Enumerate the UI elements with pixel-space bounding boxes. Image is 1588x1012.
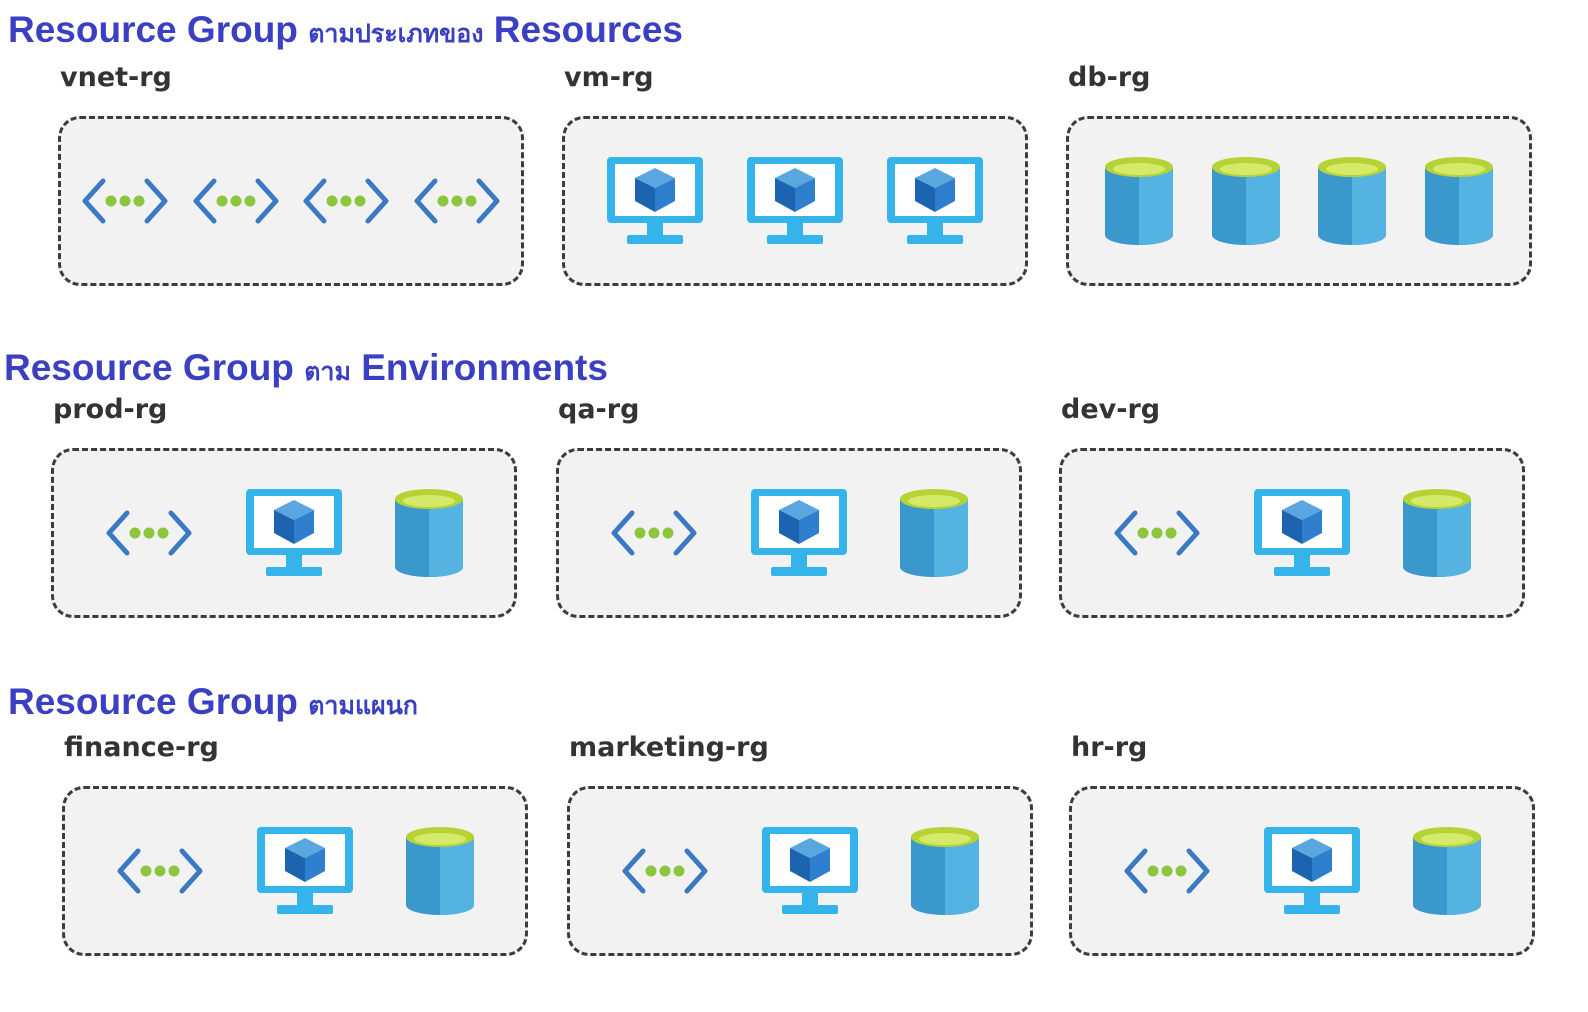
- group-row: vnet-rg vm-rg db-rg: [0, 62, 1588, 302]
- resource-group-name: dev-rg: [1061, 394, 1161, 425]
- resource-group: hr-rg: [1069, 732, 1539, 962]
- resource-group: dev-rg: [1059, 394, 1529, 624]
- vnet-icon: [106, 510, 192, 556]
- section-title: Resource Group ตาม Environments: [4, 346, 608, 394]
- resource-group-box: [567, 786, 1033, 956]
- section-title-latin: Resource Group: [8, 9, 298, 50]
- vm-icon: [1264, 827, 1360, 914]
- database-icon: [1105, 157, 1174, 245]
- resource-icons: [1062, 451, 1522, 615]
- resource-group-name: prod-rg: [53, 394, 168, 425]
- resource-icons: [1069, 119, 1529, 283]
- section-title: Resource Group ตามแผนก: [8, 680, 418, 728]
- resource-group-box: [1059, 448, 1525, 618]
- section-by-resource-type: Resource Group ตามประเภทของ Resources vn…: [0, 8, 1588, 308]
- vm-icon: [887, 157, 983, 244]
- resource-group-name: marketing-rg: [569, 732, 769, 763]
- group-row: prod-rg qa-rg dev-rg: [0, 394, 1588, 634]
- resource-group-name: db-rg: [1068, 62, 1151, 93]
- database-icon: [1424, 157, 1493, 245]
- vnet-icon: [611, 510, 697, 556]
- resource-icons: [65, 789, 525, 953]
- section-by-environment: Resource Group ตาม Environments prod-rg …: [0, 346, 1588, 636]
- resource-icons: [54, 451, 514, 615]
- vm-icon: [257, 827, 353, 914]
- vnet-icon: [1124, 848, 1210, 894]
- section-title-latin: Resource Group: [4, 347, 294, 388]
- resource-group-name: vm-rg: [564, 62, 654, 93]
- group-row: finance-rg marketing-rg hr-rg: [0, 732, 1588, 972]
- vnet-icon: [193, 178, 279, 224]
- vm-icon: [762, 827, 858, 914]
- section-by-department: Resource Group ตามแผนก finance-rg market…: [0, 680, 1588, 980]
- vnet-icon: [414, 178, 500, 224]
- resource-group-box: [1069, 786, 1535, 956]
- resource-group-box: [562, 116, 1028, 286]
- resource-group: vnet-rg: [58, 62, 528, 292]
- database-icon: [406, 827, 474, 915]
- section-title: Resource Group ตามประเภทของ Resources: [8, 8, 683, 56]
- vm-icon: [607, 157, 703, 244]
- resource-group-name: qa-rg: [558, 394, 640, 425]
- database-icon: [1403, 489, 1471, 577]
- section-title-thai: ตามแผนก: [308, 691, 418, 720]
- resource-icons: [570, 789, 1030, 953]
- resource-icons: [1072, 789, 1532, 953]
- resource-group-box: [51, 448, 517, 618]
- section-title-suffix: Environments: [361, 347, 608, 388]
- section-title-suffix: Resources: [493, 9, 683, 50]
- resource-group: prod-rg: [51, 394, 521, 624]
- resource-group-box: [58, 116, 524, 286]
- vm-icon: [246, 489, 342, 576]
- resource-group-box: [556, 448, 1022, 618]
- vnet-icon: [1114, 510, 1200, 556]
- resource-icons: [565, 119, 1025, 283]
- database-icon: [1211, 157, 1280, 245]
- database-icon: [911, 827, 979, 915]
- resource-group-box: [62, 786, 528, 956]
- vm-icon: [751, 489, 847, 576]
- vm-icon: [1254, 489, 1350, 576]
- resource-group: vm-rg: [562, 62, 1032, 292]
- section-title-thai: ตาม: [304, 357, 351, 386]
- vnet-icon: [117, 848, 203, 894]
- vnet-icon: [622, 848, 708, 894]
- resource-group: marketing-rg: [567, 732, 1037, 962]
- database-icon: [900, 489, 968, 577]
- resource-group-name: vnet-rg: [60, 62, 172, 93]
- database-icon: [395, 489, 463, 577]
- resource-group: finance-rg: [62, 732, 532, 962]
- section-title-thai: ตามประเภทของ: [308, 19, 484, 48]
- resource-group: db-rg: [1066, 62, 1536, 292]
- resource-group: qa-rg: [556, 394, 1026, 624]
- resource-icons: [61, 119, 521, 283]
- resource-group-name: hr-rg: [1071, 732, 1148, 763]
- database-icon: [1413, 827, 1481, 915]
- resource-icons: [559, 451, 1019, 615]
- database-icon: [1318, 157, 1387, 245]
- vnet-icon: [303, 178, 389, 224]
- section-title-latin: Resource Group: [8, 681, 298, 722]
- resource-group-name: finance-rg: [64, 732, 219, 763]
- vnet-icon: [82, 178, 168, 224]
- vm-icon: [747, 157, 843, 244]
- resource-group-box: [1066, 116, 1532, 286]
